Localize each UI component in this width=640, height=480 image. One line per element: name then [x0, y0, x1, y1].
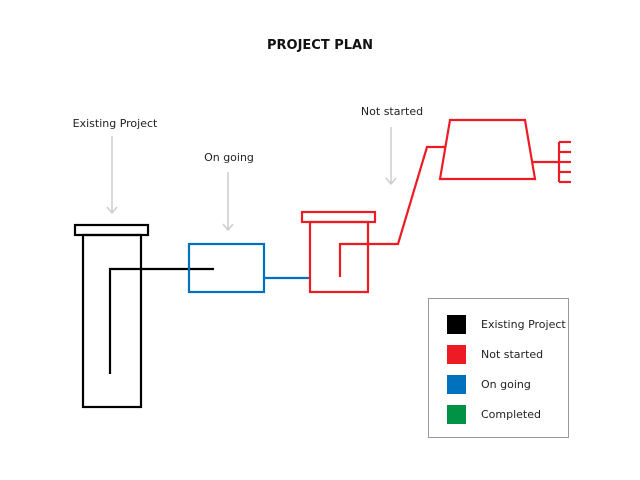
- legend-label: Completed: [481, 407, 541, 421]
- legend-item-existing: Existing Project: [447, 314, 566, 334]
- arrow-existing: [106, 136, 118, 215]
- existing-project-shape: [73, 223, 214, 409]
- arrow-ongoing: [222, 172, 234, 232]
- label-on-going: On going: [204, 151, 254, 164]
- legend: Existing Project Not started On going Co…: [428, 298, 569, 438]
- legend-swatch: [447, 374, 466, 394]
- not-started-shape: [300, 118, 571, 294]
- diagram-title: PROJECT PLAN: [267, 38, 373, 53]
- legend-swatch: [447, 314, 466, 334]
- ongoing-shape: [187, 242, 310, 294]
- legend-item-ongoing: On going: [447, 374, 531, 394]
- legend-swatch: [447, 404, 466, 424]
- legend-label: Existing Project: [481, 317, 566, 331]
- arrow-not-started: [385, 127, 397, 186]
- label-not-started: Not started: [360, 105, 424, 118]
- legend-swatch: [447, 344, 466, 364]
- legend-label: Not started: [481, 347, 544, 361]
- legend-label: On going: [481, 377, 531, 391]
- legend-item-completed: Completed: [447, 404, 541, 424]
- label-existing-project: Existing Project: [72, 117, 158, 130]
- legend-item-not-started: Not started: [447, 344, 543, 364]
